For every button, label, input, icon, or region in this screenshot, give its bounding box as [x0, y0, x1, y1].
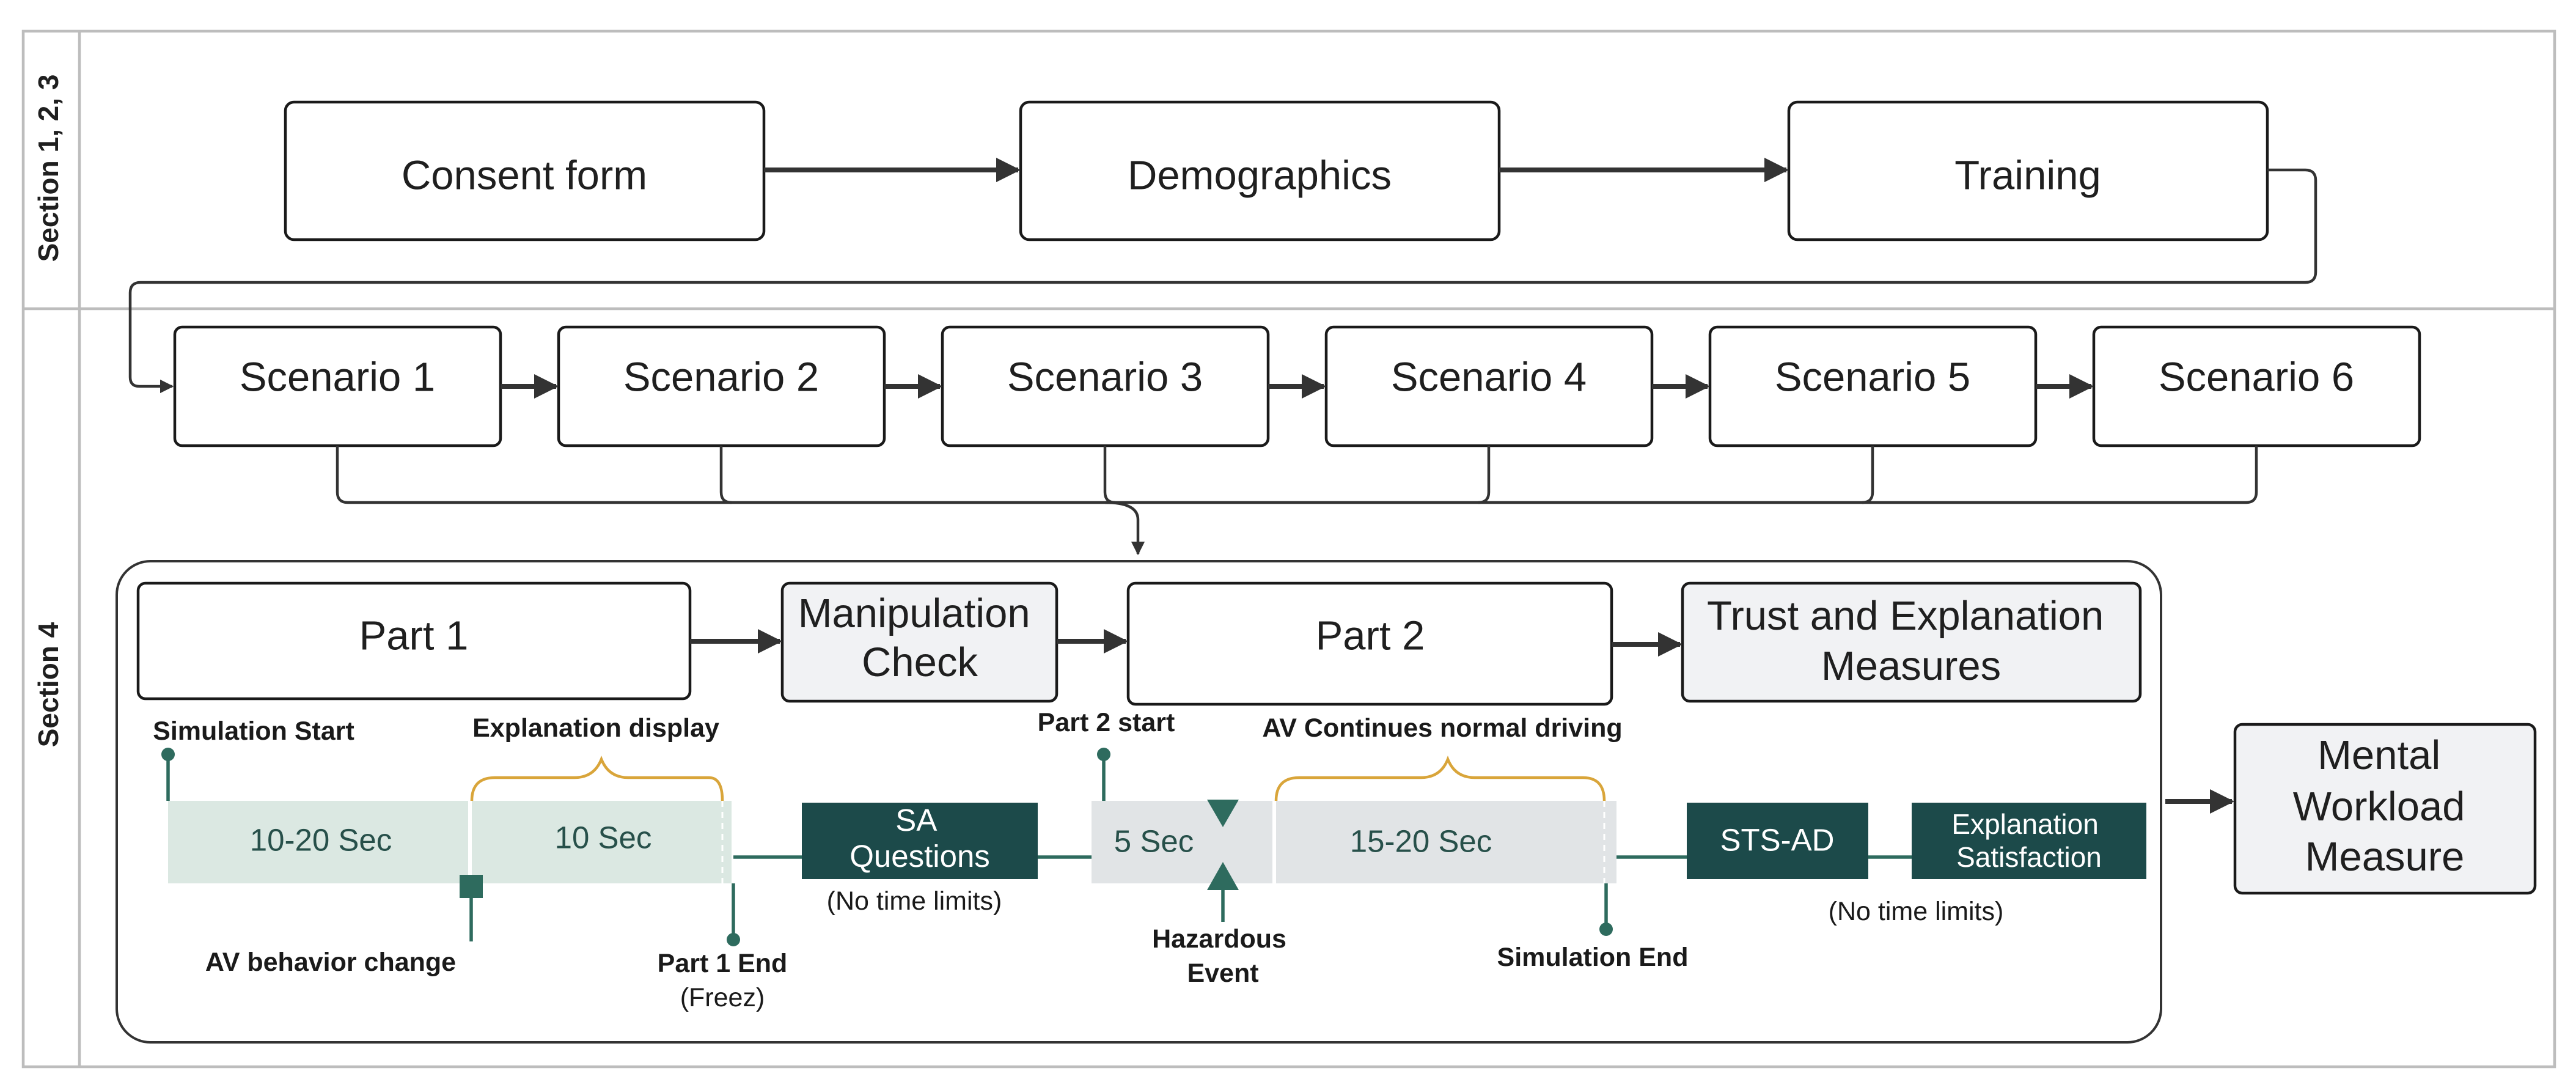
manipulation-line-2: Check: [862, 639, 978, 685]
mental-workload-line-3: Measure: [2305, 834, 2465, 880]
scenario-6-label: Scenario 6: [2159, 355, 2354, 400]
simulation-end-marker: [1599, 922, 1613, 936]
simulation-start-marker: [161, 748, 175, 761]
scenario-4-label: Scenario 4: [1391, 355, 1587, 400]
timeline2-segment-5: [1092, 801, 1272, 883]
demographics-label: Demographics: [1128, 153, 1392, 199]
timeline1-seg1-label: 10-20 Sec: [250, 822, 392, 857]
scenario-collector-line: [336, 446, 2258, 504]
sa-questions-line-2: Questions: [849, 839, 990, 874]
explanation-display-brace: [470, 755, 724, 801]
section4-container: [116, 560, 2162, 1044]
timeline2-segment-15-20: [1276, 801, 1616, 883]
trust-line-1: Trust and Explanation: [1707, 593, 2104, 639]
hazardous-line-2: Event: [1187, 959, 1258, 988]
simulation-end-label: Simulation End: [1497, 943, 1689, 972]
part1-end-freez: (Freez): [680, 983, 765, 1012]
sts-ad-box: [1687, 803, 1868, 879]
av-behavior-change-marker: [460, 875, 483, 898]
explanation-satisfaction-label: Explanation Satisfaction: [1951, 808, 2106, 873]
section-frame-outer: [21, 29, 2556, 1069]
trust-explanation-label: Trust and Explanation Measures: [1707, 593, 2115, 689]
part1-end-marker: [727, 933, 740, 946]
timeline1-segment-10: [472, 801, 732, 883]
av-continues-brace: [1274, 755, 1606, 801]
arrow-training-to-scenario-1: [128, 168, 2317, 394]
sts-no-time-limits: (No time limits): [1829, 897, 2004, 926]
timeline1-segment-10-20: [168, 801, 468, 883]
simulation-start-label: Simulation Start: [153, 716, 354, 746]
scenario-5-label: Scenario 5: [1775, 355, 1970, 400]
section-label-1-2-3: Section 1, 2, 3: [32, 75, 64, 262]
scenarios-row: Scenario 1 Scenario 2 Scenario 3 Scenari…: [173, 325, 2421, 447]
hazard-marker-bottom: [1207, 862, 1239, 890]
part2-start-label: Part 2 start: [1038, 708, 1175, 737]
sa-questions-line-1: SA: [895, 803, 937, 838]
section-label-4: Section 4: [32, 622, 64, 747]
mental-workload-line-2: Workload: [2293, 784, 2465, 830]
mental-workload-label: Mental Workload Measure: [2293, 732, 2476, 880]
explanation-satisfaction-line-1: Explanation: [1951, 808, 2098, 840]
part-2-label: Part 2: [1316, 613, 1425, 659]
trust-line-2: Measures: [1821, 643, 2001, 689]
sts-ad-label: STS-AD: [1720, 822, 1834, 857]
hazardous-event-label: Hazardous Event: [1152, 924, 1294, 988]
explanation-satisfaction-line-2: Satisfaction: [1956, 841, 2102, 873]
timeline2-seg1-label: 5 Sec: [1114, 823, 1194, 858]
sa-questions-box: [802, 803, 1038, 879]
part2-start-marker: [1097, 748, 1110, 761]
mental-workload-line-1: Mental: [2317, 732, 2440, 778]
sa-questions-label: SA Questions: [849, 803, 990, 874]
consent-form-label: Consent form: [402, 153, 647, 199]
training-label: Training: [1954, 153, 2101, 199]
explanation-satisfaction-box: [1912, 803, 2146, 879]
part-1-label: Part 1: [359, 613, 469, 659]
mental-workload-box: [2233, 723, 2537, 895]
scenario-collector-branches: [719, 446, 1874, 504]
timeline2-seg2-label: 15-20 Sec: [1350, 823, 1492, 858]
av-continues-label: AV Continues normal driving: [1262, 713, 1622, 743]
av-behavior-change-label: AV behavior change: [205, 948, 456, 977]
scenario-3-label: Scenario 3: [1007, 355, 1203, 400]
timeline1-seg2-label: 10 Sec: [555, 820, 652, 855]
manipulation-line-1: Manipulation: [798, 591, 1030, 636]
arrow-scenarios-to-section4: [1104, 501, 1145, 556]
hazard-marker-top: [1207, 800, 1239, 827]
sa-no-time-limits: (No time limits): [827, 886, 1002, 916]
explanation-display-label: Explanation display: [472, 713, 719, 743]
hazardous-line-1: Hazardous: [1152, 924, 1286, 954]
scenario-1-label: Scenario 1: [240, 355, 435, 400]
manipulation-check-label: Manipulation Check: [798, 591, 1042, 685]
scenario-2-label: Scenario 2: [623, 355, 819, 400]
part1-end-label: Part 1 End: [658, 949, 788, 978]
trust-explanation-box: [1681, 581, 2142, 703]
